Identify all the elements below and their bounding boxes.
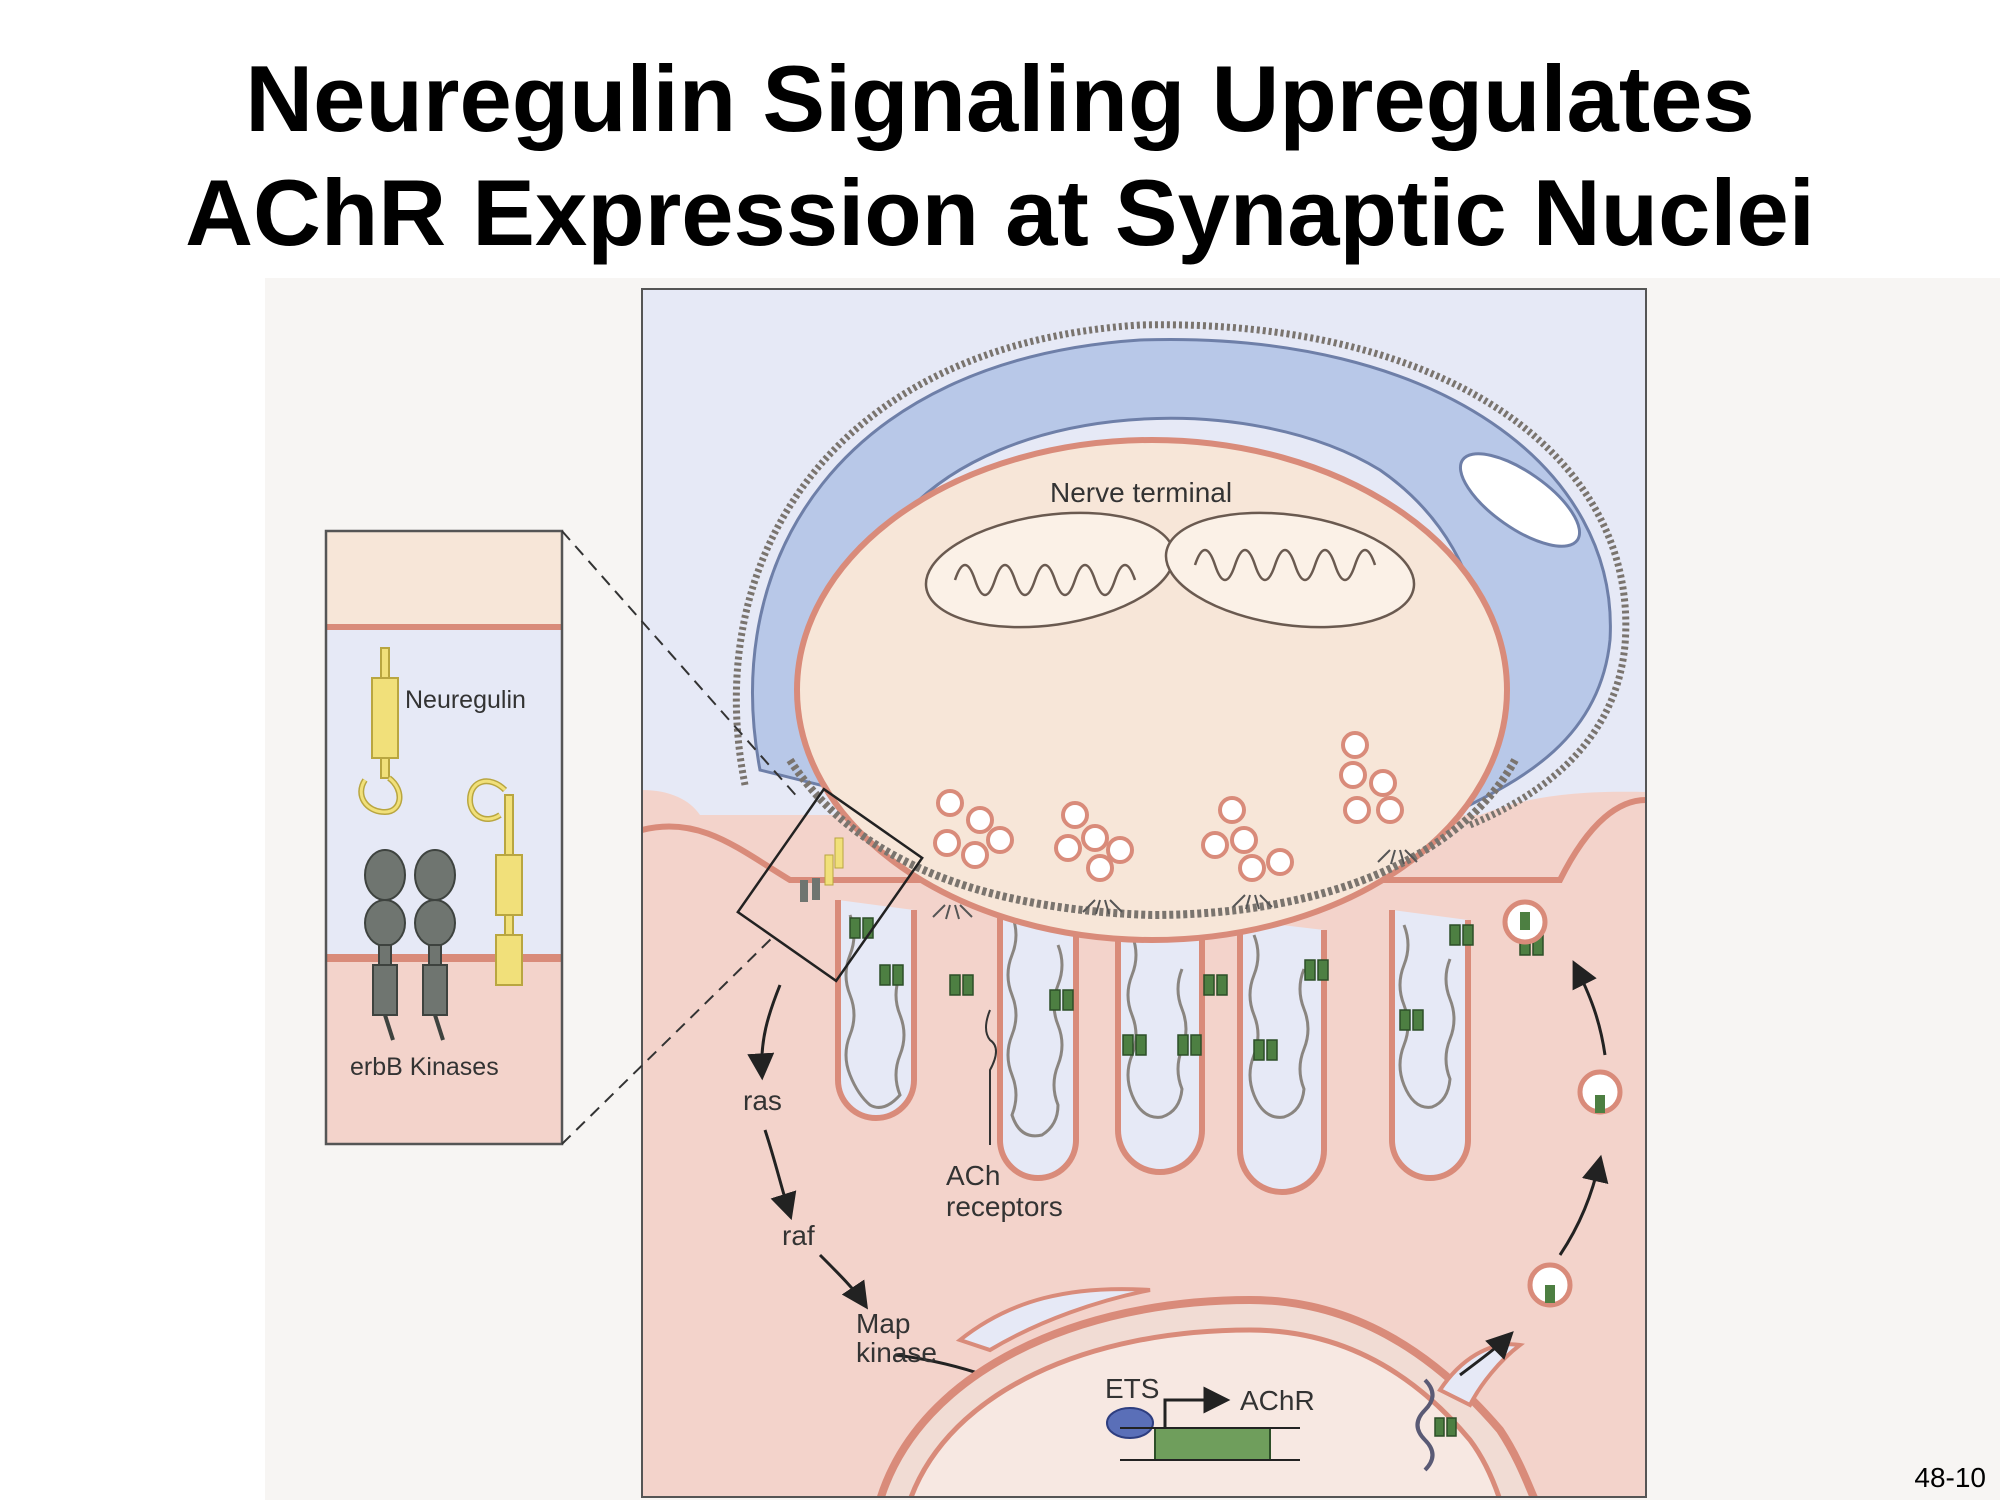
inset-nerve-region bbox=[326, 531, 562, 627]
label-ras: ras bbox=[743, 1085, 782, 1116]
slide-number: 48-10 bbox=[1914, 1462, 1986, 1493]
label-nerve-terminal: Nerve terminal bbox=[1050, 477, 1232, 508]
erbb-kinase-2 bbox=[414, 849, 456, 1041]
label-raf: raf bbox=[782, 1220, 815, 1251]
synaptic-vesicles bbox=[933, 731, 1404, 882]
junctional-folds bbox=[835, 900, 1471, 1195]
mini-receptors bbox=[800, 837, 844, 902]
mitochondria bbox=[924, 511, 1416, 629]
zoom-region-box bbox=[736, 787, 924, 983]
muscle-membrane-surface bbox=[642, 797, 1646, 883]
title-line-1: Neuregulin Signaling Upregulates bbox=[245, 46, 1755, 151]
label-ach: ACh bbox=[946, 1160, 1000, 1191]
inset-panel-border bbox=[324, 529, 564, 1146]
achr-gene bbox=[1154, 1427, 1271, 1461]
arrow-ras-raf bbox=[763, 1129, 797, 1221]
label-erbb-kinases: erbB Kinases bbox=[350, 1053, 499, 1081]
label-ets: ETS bbox=[1105, 1373, 1159, 1404]
main-panel-border bbox=[641, 288, 1647, 1498]
main-panel: Nerve terminal ras raf Map kinase ACh re… bbox=[642, 289, 1646, 1497]
schwann-outer-lamina bbox=[732, 321, 1630, 829]
er-fold bbox=[955, 1287, 1151, 1353]
arrow-to-ras bbox=[747, 984, 782, 1081]
arrow-er-vesicle bbox=[1459, 1331, 1514, 1377]
neuregulin-anchored bbox=[358, 647, 403, 816]
schwann-cell bbox=[751, 338, 1612, 814]
title-line-2: AChR Expression at Synaptic Nuclei bbox=[185, 160, 1815, 265]
ach-receptors bbox=[849, 917, 1544, 1061]
arrow-vesicle-up-1 bbox=[1558, 1154, 1609, 1256]
arrow-raf-map bbox=[818, 1253, 868, 1310]
neuregulin-bound bbox=[466, 778, 523, 986]
ach-receptors-leader bbox=[985, 1009, 997, 1145]
slide-title: Neuregulin Signaling Upregulates AChR Ex… bbox=[0, 42, 2000, 270]
transcription-arrow bbox=[1163, 1386, 1231, 1428]
erbb-kinase-1 bbox=[364, 849, 406, 1041]
label-neuregulin: Neuregulin bbox=[405, 686, 526, 714]
label-receptors: receptors bbox=[946, 1191, 1063, 1222]
nucleus-envelope-inner bbox=[908, 1327, 1502, 1497]
basal-lamina bbox=[844, 914, 1456, 1138]
ets-factor bbox=[1106, 1407, 1154, 1439]
zoom-line-bottom bbox=[561, 934, 776, 1145]
arrow-vesicle-up-2 bbox=[1572, 960, 1607, 1056]
transport-vesicles bbox=[1502, 899, 1623, 1308]
label-achr: AChR bbox=[1240, 1385, 1315, 1416]
inset-panel: Neuregulin erbB Kinases bbox=[326, 531, 562, 1144]
er-receptor bbox=[1434, 1417, 1457, 1437]
label-map: Map bbox=[856, 1308, 910, 1339]
label-kinase: kinase bbox=[856, 1337, 937, 1368]
presynaptic-lamina bbox=[786, 757, 1519, 920]
active-zones bbox=[932, 849, 1418, 920]
mrna-strand bbox=[1415, 1378, 1435, 1472]
schwann-nucleus bbox=[1458, 452, 1582, 548]
